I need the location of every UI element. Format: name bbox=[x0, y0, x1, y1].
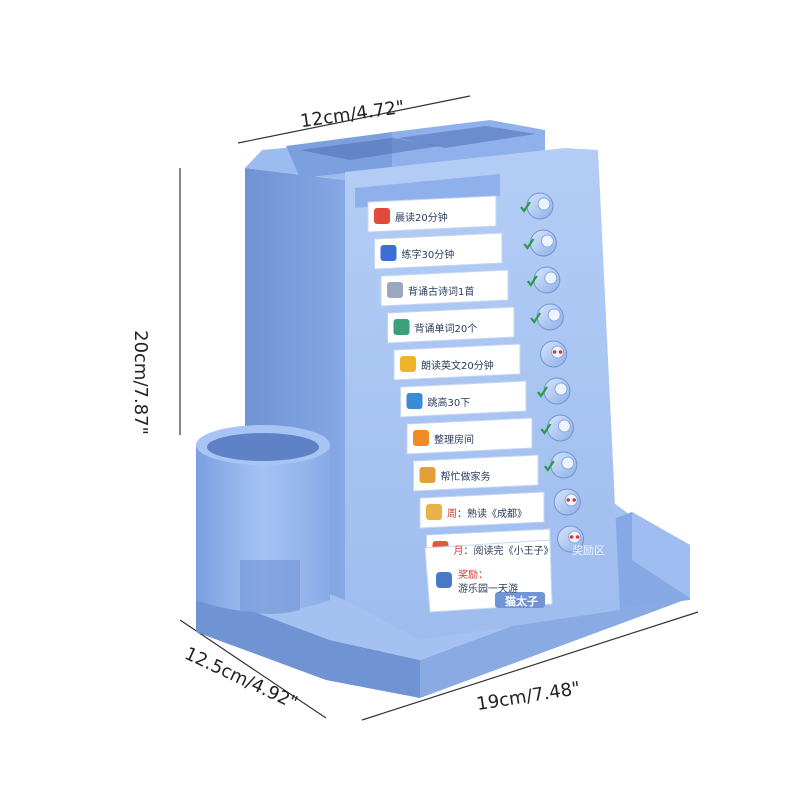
reward-panel bbox=[424, 539, 553, 613]
knob-cap bbox=[537, 197, 551, 211]
checkmark-icon bbox=[523, 238, 535, 250]
task-slot bbox=[400, 380, 527, 418]
knob-cap bbox=[554, 382, 568, 396]
task-text: ：熟读《成都》 bbox=[457, 509, 527, 520]
task-label: 跳高30下 bbox=[427, 398, 471, 409]
task-slot bbox=[419, 491, 545, 529]
pending-dot-icon bbox=[558, 350, 563, 354]
task-slot bbox=[393, 343, 521, 381]
pending-dot-icon bbox=[572, 498, 576, 502]
task-label: 帮忙做家务 bbox=[440, 472, 491, 483]
knob-cap bbox=[547, 308, 561, 322]
reward-icon bbox=[436, 572, 452, 588]
task-label: 背诵古诗词1首 bbox=[408, 287, 475, 298]
toggle-knobs bbox=[520, 192, 585, 553]
task-slot bbox=[406, 417, 533, 455]
task-prefix: 周 bbox=[447, 509, 457, 520]
knob-cap bbox=[557, 419, 571, 433]
brand-badge bbox=[495, 592, 545, 608]
checkmark-icon bbox=[526, 275, 538, 287]
book-icon bbox=[374, 208, 390, 224]
task-label: 月：阅读完《小王子》 bbox=[454, 542, 554, 557]
task-slot bbox=[387, 306, 515, 344]
pending-dot-icon bbox=[566, 498, 570, 502]
pending-dot-icon bbox=[575, 535, 580, 539]
checkmark-icon bbox=[537, 386, 548, 398]
left-cup bbox=[196, 425, 330, 614]
reward-line-1: 奖励： bbox=[458, 570, 488, 581]
checkmark-icon bbox=[540, 423, 552, 435]
task-prefix: 月 bbox=[453, 546, 464, 557]
reward-line-2: 游乐园一天游 bbox=[458, 584, 518, 595]
broom-icon bbox=[419, 467, 436, 483]
brand-logo: 猫太子 bbox=[505, 595, 538, 608]
door-icon bbox=[393, 319, 410, 335]
task-label: 晨读20分钟 bbox=[395, 213, 448, 224]
knob-cap bbox=[568, 530, 582, 544]
knob-cap bbox=[561, 456, 575, 470]
task-slot bbox=[380, 269, 509, 307]
task-label: 周：熟读《成都》 bbox=[447, 505, 527, 520]
dimension-lines bbox=[179, 95, 699, 721]
task-slot bbox=[374, 232, 503, 270]
task-slot bbox=[367, 195, 497, 233]
task-label: 练字30分钟 bbox=[401, 250, 455, 261]
sun-icon bbox=[400, 356, 416, 372]
checkmark-icon bbox=[530, 312, 542, 324]
pending-dot-icon bbox=[569, 535, 574, 539]
document-icon bbox=[387, 282, 403, 298]
reward-area-title: 奖励区 bbox=[572, 544, 605, 557]
knob-cap bbox=[544, 271, 558, 285]
notebook-icon bbox=[426, 504, 442, 520]
pen-icon bbox=[380, 245, 397, 261]
task-label: 背诵单词20个 bbox=[414, 324, 478, 335]
task-label: 整理房间 bbox=[434, 435, 474, 446]
checkmark-icon bbox=[520, 201, 531, 213]
height-label: 20cm/7.87" bbox=[129, 330, 151, 435]
house-icon bbox=[413, 430, 429, 446]
knob-cap bbox=[551, 345, 565, 359]
checkmark-icon bbox=[543, 460, 555, 472]
task-text: ：阅读完《小王子》 bbox=[463, 546, 554, 557]
task-label: 朗读英文20分钟 bbox=[421, 361, 494, 372]
knob-cap bbox=[540, 234, 554, 248]
pending-dot-icon bbox=[552, 350, 557, 354]
running-person-icon bbox=[406, 393, 423, 409]
right-tray bbox=[598, 512, 690, 610]
task-slot bbox=[413, 454, 539, 492]
knob-cap bbox=[564, 493, 578, 507]
